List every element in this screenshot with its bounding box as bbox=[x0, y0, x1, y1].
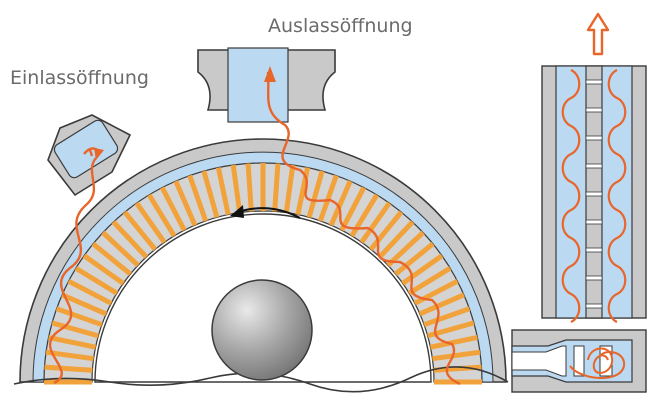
impeller-blade bbox=[215, 167, 231, 216]
impeller-ring bbox=[43, 162, 483, 383]
impeller-blade bbox=[272, 163, 281, 212]
outlet-label: Auslassöffnung bbox=[268, 15, 413, 37]
flow-inlet-arrow bbox=[94, 148, 104, 160]
impeller-blade bbox=[359, 201, 392, 244]
hollow-arrow-up-icon bbox=[586, 12, 610, 56]
impeller-blade bbox=[245, 163, 254, 212]
impeller-blade bbox=[48, 334, 97, 350]
section-blade-rung bbox=[585, 107, 603, 113]
impeller-blades bbox=[44, 163, 482, 385]
impeller-blade bbox=[134, 201, 167, 244]
section-blade-rung bbox=[585, 247, 603, 253]
impeller-blade bbox=[61, 292, 108, 317]
section-flow-right bbox=[607, 68, 627, 324]
impeller-blade bbox=[201, 170, 220, 218]
section-blade-rung bbox=[585, 219, 603, 225]
impeller-blade bbox=[407, 266, 452, 296]
impeller-blade bbox=[418, 292, 465, 317]
section-blade-rungs bbox=[585, 79, 603, 309]
curved-arrow-left-icon bbox=[230, 205, 301, 219]
section-blade-rung bbox=[585, 163, 603, 169]
inlet-label: Einlassöffnung bbox=[10, 67, 149, 89]
impeller-blade bbox=[122, 210, 158, 251]
section-blade-rung bbox=[585, 303, 603, 309]
impeller-blade bbox=[328, 180, 353, 227]
impeller-blade bbox=[283, 164, 296, 213]
inlet-port-opening bbox=[53, 119, 119, 179]
vertical-section-view bbox=[541, 65, 647, 324]
section-blade-rung bbox=[585, 191, 603, 197]
impeller-blade bbox=[67, 278, 113, 306]
outlet-port-opening bbox=[227, 47, 289, 123]
flow-path bbox=[48, 71, 461, 386]
impeller-blade bbox=[55, 306, 103, 328]
impeller-blade bbox=[173, 180, 198, 227]
impeller-blade bbox=[101, 230, 140, 268]
impeller-blade bbox=[45, 349, 94, 362]
impeller-blade bbox=[386, 230, 425, 268]
impeller-blade bbox=[74, 266, 119, 296]
impeller-blade bbox=[413, 278, 459, 306]
impeller-blade bbox=[423, 306, 471, 328]
impeller-blade bbox=[433, 364, 482, 373]
impeller-blade bbox=[187, 174, 209, 222]
impeller-blade bbox=[401, 253, 444, 286]
impeller-blade bbox=[159, 186, 187, 232]
section-blade-rung bbox=[585, 135, 603, 141]
impeller-blade bbox=[377, 220, 415, 259]
impeller-blade bbox=[82, 253, 125, 286]
impeller-blade bbox=[368, 210, 404, 251]
impeller-blade bbox=[91, 241, 132, 277]
section-blade-rung bbox=[585, 79, 603, 85]
impeller-blade bbox=[429, 334, 478, 350]
impeller-blade bbox=[44, 364, 93, 373]
impeller-blade bbox=[394, 241, 435, 277]
channel-detail-flow bbox=[569, 347, 626, 380]
flow-start-arrow bbox=[264, 66, 276, 82]
section-blade-rung bbox=[585, 275, 603, 281]
channel-detail-view bbox=[511, 329, 647, 393]
impeller-blade bbox=[317, 174, 339, 222]
impeller-blade bbox=[432, 349, 481, 362]
impeller-blade bbox=[51, 320, 99, 339]
impeller-blade bbox=[230, 164, 243, 213]
shaft bbox=[211, 279, 313, 381]
impeller-blade bbox=[339, 186, 367, 232]
impeller-blade bbox=[306, 170, 325, 218]
impeller-blade bbox=[111, 220, 149, 259]
section-flow-left bbox=[561, 68, 581, 324]
impeller-blade bbox=[147, 193, 177, 238]
